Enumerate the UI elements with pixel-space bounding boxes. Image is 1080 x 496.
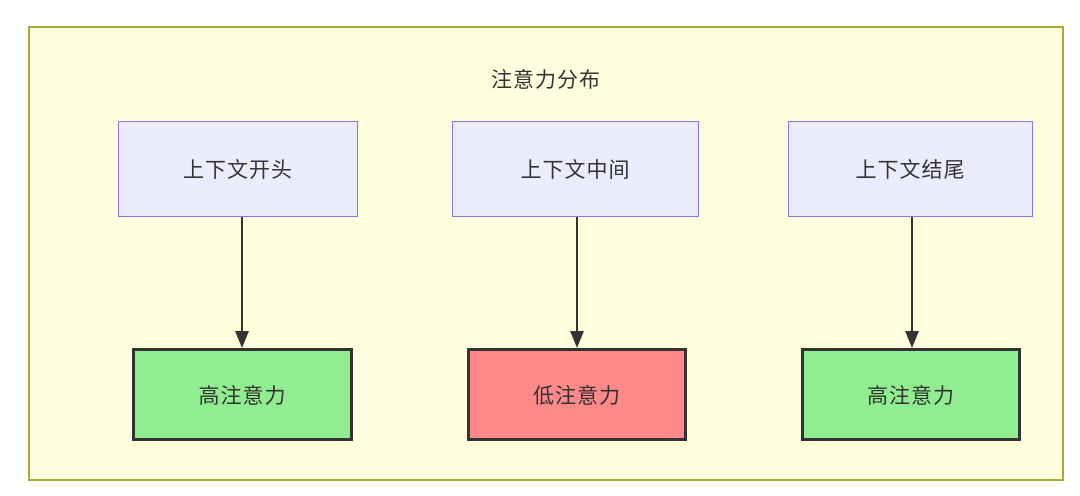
node-context-middle: 上下文中间 <box>452 121 699 217</box>
node-context-end: 上下文结尾 <box>788 121 1033 217</box>
node-context-middle-label: 上下文中间 <box>520 159 631 182</box>
node-context-start: 上下文开头 <box>118 121 358 217</box>
node-attention-high-1: 高注意力 <box>132 348 353 441</box>
diagram-title: 注意力分布 <box>491 69 601 92</box>
node-attention-high-2: 高注意力 <box>801 348 1021 441</box>
node-context-start-label: 上下文开头 <box>183 159 293 182</box>
node-attention-low: 低注意力 <box>467 348 687 441</box>
attention-distribution-container: 注意力分布 上下文开头 上下文中间 上下文结尾 高注意力 低注意力 <box>28 26 1064 481</box>
node-attention-high-1-label: 高注意力 <box>198 384 287 408</box>
arrow-down-icon <box>570 217 584 348</box>
arrow-down-icon <box>235 217 249 348</box>
node-attention-low-label: 低注意力 <box>533 384 621 408</box>
node-attention-high-2-label: 高注意力 <box>867 384 955 408</box>
arrow-down-icon <box>905 217 919 348</box>
node-context-end-label: 上下文结尾 <box>855 159 966 182</box>
